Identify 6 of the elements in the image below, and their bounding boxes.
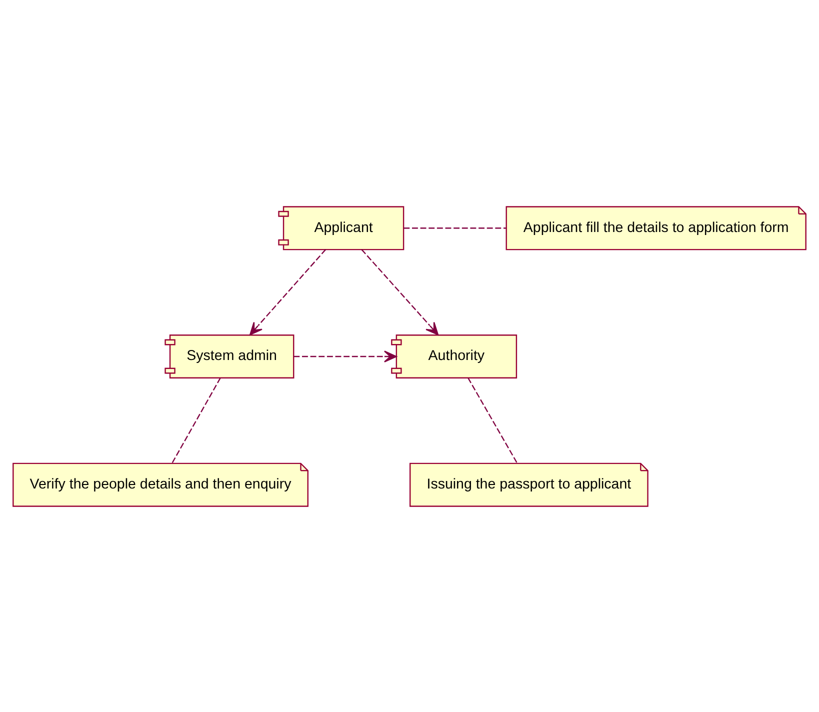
arrow: [361, 248, 439, 335]
arrow: [250, 248, 326, 335]
connector: [172, 377, 221, 463]
arrow: [294, 350, 397, 362]
connector: [468, 377, 518, 463]
connector: [404, 227, 506, 228]
